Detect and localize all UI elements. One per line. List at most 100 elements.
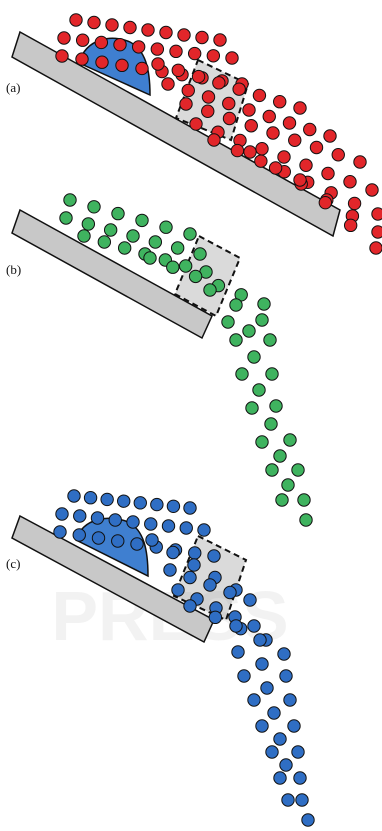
- particle: [135, 213, 149, 228]
- particle: [189, 117, 203, 131]
- particle: [166, 260, 180, 274]
- particle: [243, 145, 257, 159]
- particle: [321, 166, 335, 181]
- particle: [255, 719, 269, 733]
- particle: [126, 229, 140, 243]
- particle: [331, 148, 345, 162]
- particle: [75, 52, 89, 66]
- particle: [130, 537, 144, 551]
- particle: [108, 513, 122, 527]
- particle: [262, 109, 276, 124]
- particle: [277, 150, 291, 164]
- particle: [232, 82, 246, 96]
- particle: [277, 647, 291, 661]
- particle: [254, 154, 268, 168]
- particle: [273, 95, 287, 109]
- particle: [225, 51, 239, 65]
- particle: [67, 489, 81, 503]
- slab-b: [11, 208, 213, 340]
- particle: [243, 593, 257, 607]
- particle: [94, 35, 109, 50]
- particle: [81, 217, 96, 231]
- particle: [115, 58, 129, 73]
- particle: [273, 732, 287, 746]
- particle: [247, 350, 261, 364]
- particle: [166, 545, 180, 560]
- particle: [171, 583, 185, 597]
- particle: [179, 97, 193, 111]
- particle: [347, 196, 362, 211]
- panel-label-b: (b): [6, 262, 21, 277]
- particle: [255, 435, 269, 449]
- particle: [179, 521, 193, 535]
- particle: [150, 497, 164, 512]
- particle: [166, 499, 181, 513]
- particle: [266, 126, 280, 140]
- particle: [263, 333, 277, 347]
- particle: [221, 315, 235, 329]
- obstacle-a: [78, 37, 151, 97]
- particle: [183, 227, 197, 241]
- particle: [181, 83, 195, 98]
- particle: [291, 745, 305, 759]
- particle: [187, 558, 201, 572]
- particle: [63, 193, 77, 207]
- particle: [203, 578, 217, 592]
- particle: [213, 33, 227, 47]
- particle: [299, 158, 313, 172]
- particle: [83, 491, 98, 505]
- particle: [323, 129, 337, 143]
- particle: [126, 515, 140, 529]
- particle: [281, 478, 295, 492]
- particle: [265, 367, 279, 381]
- particle: [201, 90, 216, 104]
- particle: [252, 88, 267, 103]
- particle: [229, 333, 243, 347]
- particle: [309, 140, 324, 155]
- particle: [237, 669, 251, 683]
- particle: [229, 298, 243, 312]
- particle: [255, 313, 269, 327]
- particle: [188, 546, 202, 560]
- particle: [293, 771, 307, 785]
- particle: [90, 511, 105, 525]
- particle: [55, 507, 69, 521]
- particle: [59, 211, 73, 225]
- particle: [183, 501, 197, 515]
- particle: [255, 142, 269, 156]
- particle: [57, 31, 71, 45]
- particle: [343, 218, 358, 233]
- particle: [235, 367, 249, 381]
- particle: [161, 77, 175, 91]
- particle: [53, 525, 67, 539]
- particle: [113, 37, 127, 52]
- particle: [203, 283, 217, 297]
- particle: [111, 206, 125, 221]
- particle: [117, 494, 131, 508]
- particle: [187, 46, 202, 61]
- particle: [105, 18, 119, 32]
- particle: [247, 693, 261, 707]
- particle: [183, 570, 197, 585]
- particle: [141, 23, 155, 37]
- particle: [171, 63, 185, 77]
- particle: [208, 610, 223, 625]
- particle: [222, 111, 237, 126]
- particle: [275, 493, 289, 507]
- particle: [100, 492, 114, 507]
- particle: [255, 657, 269, 671]
- particle: [150, 42, 165, 56]
- particle: [343, 175, 357, 189]
- particle: [244, 119, 258, 133]
- panel-b: (b): [6, 193, 313, 527]
- slab-c: [11, 514, 215, 644]
- particle: [257, 297, 271, 311]
- particle: [72, 528, 86, 542]
- particle: [197, 523, 211, 537]
- particle: [303, 122, 317, 137]
- particle: [161, 519, 176, 533]
- particle: [188, 269, 203, 284]
- particle: [242, 324, 256, 338]
- panel-a: (a): [6, 13, 382, 255]
